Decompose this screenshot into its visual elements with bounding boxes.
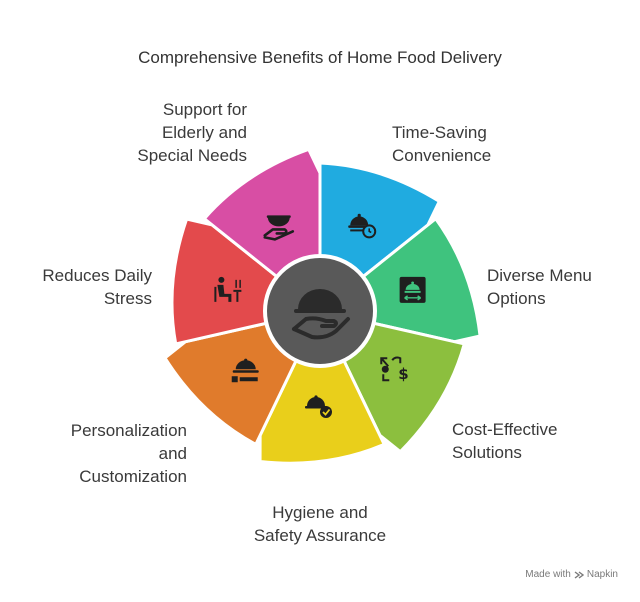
bowl-hand-icon [263, 215, 295, 241]
cloche-hand-icon [292, 289, 350, 340]
cloche-tray-icon [231, 358, 259, 383]
made-with-text: Made with [525, 569, 571, 580]
money-exchange-icon: $ [380, 356, 409, 383]
napkin-logo-icon [574, 570, 584, 579]
dining-person-icon [214, 276, 242, 302]
diagram-title: Comprehensive Benefits of Home Food Deli… [138, 48, 502, 67]
menu-cloche-icon [399, 276, 426, 303]
branding: Made with Napkin [525, 569, 618, 580]
cloche-clock-icon [348, 213, 377, 239]
brand-name: Napkin [586, 569, 618, 580]
segment-elderly [202, 147, 322, 295]
segment-cost-effective [331, 316, 467, 454]
segment-time-saving [318, 161, 442, 295]
cloche-check-icon [305, 395, 332, 418]
svg-text:$: $ [398, 365, 408, 383]
